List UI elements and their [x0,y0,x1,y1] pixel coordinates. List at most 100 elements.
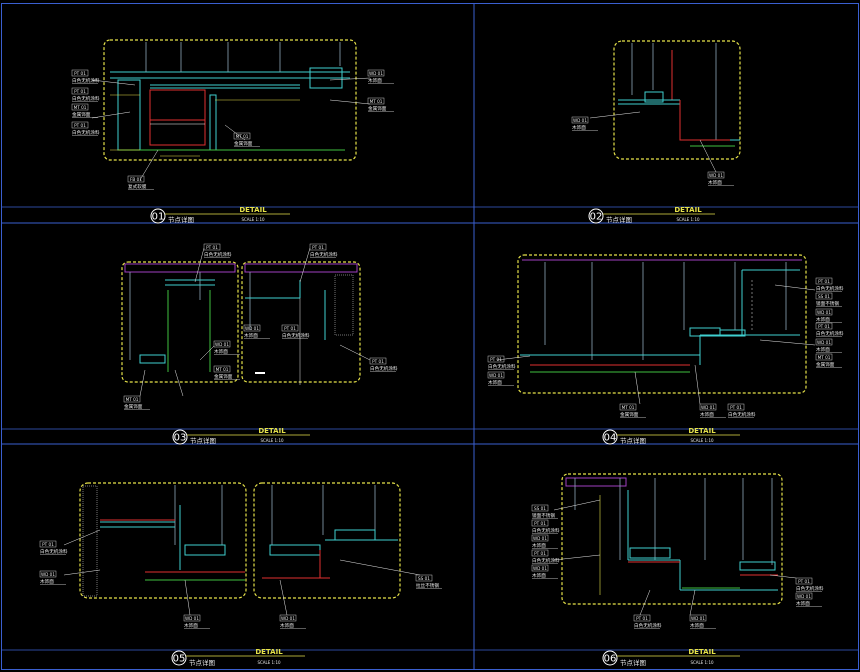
material-tag-box [531,549,549,557]
material-tag-code: MT 01 [236,134,249,139]
material-tag-label: 白色无机涂料 [40,548,68,555]
material-tag-code: PT 01 [74,123,86,128]
material-tag-code: WD 01 [817,310,831,315]
material-tag-label: 白色无机涂料 [282,332,310,339]
material-tag-box [213,365,231,373]
material-tag-label: 白色无机涂料 [72,95,100,102]
material-tag-code: MT 01 [370,99,383,104]
material-tag-box [281,324,299,332]
material-tag-label: 金属饰面 [214,373,233,380]
detail-subtitle: 节点详图 [190,436,216,445]
material-tag-label: 金属饰面 [816,361,835,368]
material-tag-box [815,338,833,346]
material-tag-box [71,69,89,77]
material-tag-code: PT 01 [636,616,648,621]
detail-number-01: 01 [152,212,165,223]
material-tag-label: 白色无机涂料 [816,330,844,337]
material-tag-box [699,403,717,411]
material-tag-code: MT 01 [126,397,139,402]
material-tag-label: 木饰面 [690,622,704,629]
material-tag-label: 木饰面 [214,348,228,355]
material-tag-box [127,175,145,183]
material-tag-code: PT 01 [818,324,830,329]
material-tag-label: 白色无机涂料 [532,527,560,534]
material-tag-box [531,519,549,527]
detail-scale: SCALE 1:10 [241,217,265,222]
detail-scale: SCALE 1:10 [260,438,284,443]
detail-number-05: 05 [173,654,186,665]
material-tag-box [183,614,201,622]
material-tag-box [727,403,745,411]
material-tag-code: WD 01 [533,536,547,541]
detail-subtitle: 节点详图 [189,658,215,667]
material-tag-code: WD 01 [369,71,383,76]
detail-scale: SCALE 1:10 [676,217,700,222]
material-tag-code: SS 01 [534,506,546,511]
material-tag-box [367,97,385,105]
detail-heading: DETAIL [258,427,286,435]
material-tag-box [815,292,833,300]
material-tag-box [123,395,141,403]
material-tag-box [487,371,505,379]
detail-drawing-06 [553,473,797,616]
material-tag-code: WD 01 [701,405,715,410]
detail-heading: DETAIL [688,648,716,656]
detail-title-01: 01 DETAIL 节点详图 SCALE 1:10 [150,206,290,224]
material-tag-code: MT 01 [216,367,229,372]
material-tag-code: PT 01 [730,405,742,410]
material-tag-code: PT 01 [818,279,830,284]
material-tag-label: 金属饰面 [124,403,143,410]
material-tag-code: PT 01 [74,89,86,94]
material-tag-box [531,564,549,572]
material-tag-code: MT 01 [622,405,635,410]
material-tag-code: SS 01 [418,576,430,581]
material-tag-code: WD 01 [281,616,295,621]
material-tag-box [815,322,833,330]
material-tag-label: 金属饰面 [620,411,639,418]
material-tag-label: 白色无机涂料 [634,622,662,629]
material-tag-box [487,355,505,363]
material-tag-box [531,534,549,542]
material-tag-code: WD 01 [573,118,587,123]
detail-scale: SCALE 1:10 [257,660,281,665]
detail-number-02: 02 [590,212,603,223]
material-tag-code: WD 01 [41,572,55,577]
material-tag-box [71,87,89,95]
material-tag-box [571,116,589,124]
material-tag-box [233,132,251,140]
material-tag-label: 金属饰面 [72,111,91,118]
material-tag-code: WD 01 [709,173,723,178]
material-tag-label: 木饰面 [796,600,810,607]
detail-scale: SCALE 1:10 [690,438,714,443]
detail-subtitle: 节点详图 [606,215,632,224]
material-tag-code: FB 01 [130,177,142,182]
material-tag-code: MT 01 [818,355,831,360]
detail-scale: SCALE 1:10 [690,660,714,665]
material-tag-label: 木饰面 [816,316,830,323]
material-tag-label: 白色无机涂料 [816,285,844,292]
